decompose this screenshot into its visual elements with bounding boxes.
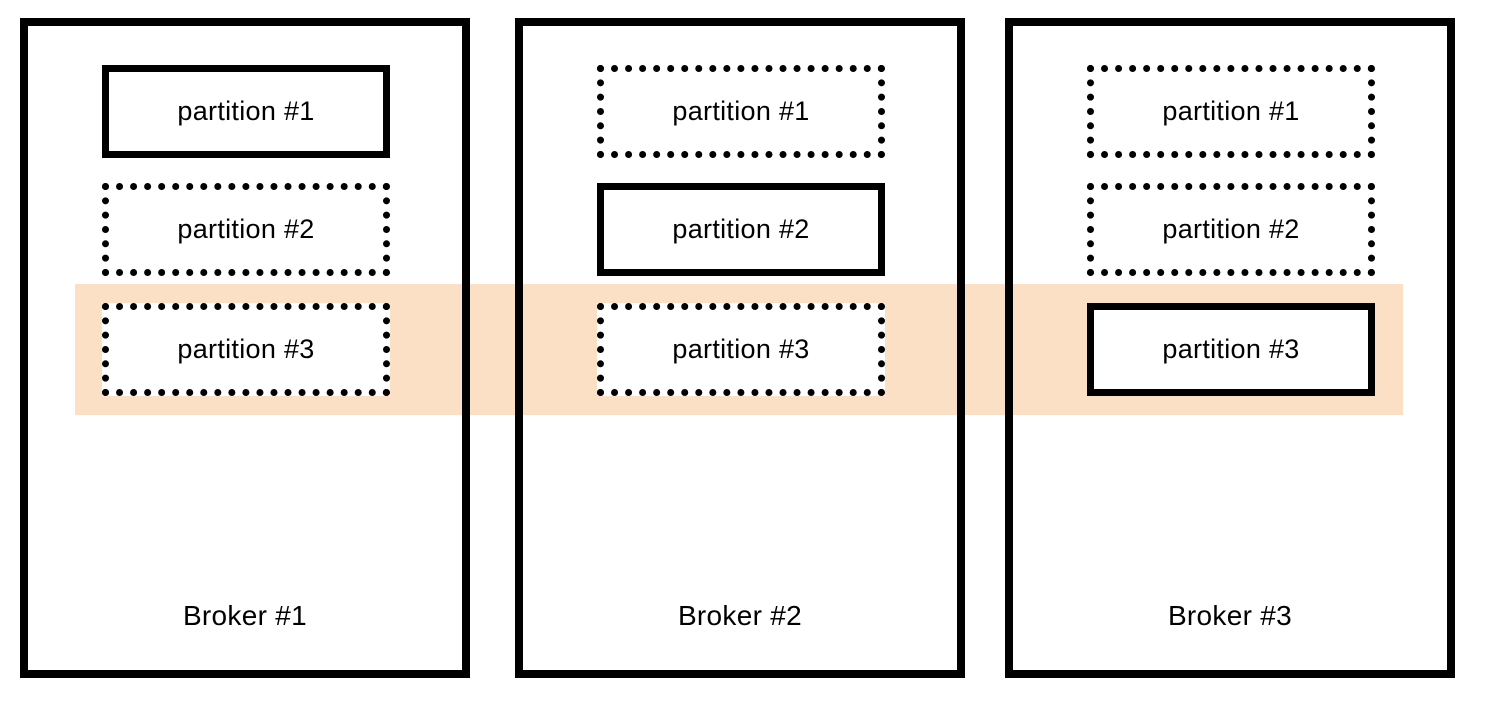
partition-box: partition #3 xyxy=(597,303,885,396)
partition-box: partition #2 xyxy=(102,183,390,276)
broker-label: Broker #2 xyxy=(677,600,803,631)
partition-box: partition #1 xyxy=(597,65,885,158)
broker-label: Broker #3 xyxy=(1167,600,1293,631)
broker-label: Broker #1 xyxy=(182,600,308,631)
broker-box-2: partition #1 partition #2 partition #3 B… xyxy=(515,18,965,678)
partition-label: partition #1 xyxy=(672,96,810,126)
broker-box-1: partition #1 partition #2 partition #3 B… xyxy=(20,18,470,678)
partition-label: partition #3 xyxy=(177,334,315,364)
partition-box: partition #1 xyxy=(1087,65,1375,158)
partition-label: partition #2 xyxy=(177,214,315,244)
broker-box-3: partition #1 partition #2 partition #3 B… xyxy=(1005,18,1455,678)
partition-label: partition #3 xyxy=(1162,334,1300,364)
partition-label: partition #1 xyxy=(177,96,315,126)
partition-box: partition #1 xyxy=(102,65,390,158)
partition-box: partition #3 xyxy=(102,303,390,396)
partition-label: partition #2 xyxy=(672,214,810,244)
partition-label: partition #2 xyxy=(1162,214,1300,244)
partition-box: partition #3 xyxy=(1087,303,1375,396)
partition-box: partition #2 xyxy=(597,183,885,276)
partition-label: partition #3 xyxy=(672,334,810,364)
partition-box: partition #2 xyxy=(1087,183,1375,276)
partition-label: partition #1 xyxy=(1162,96,1300,126)
